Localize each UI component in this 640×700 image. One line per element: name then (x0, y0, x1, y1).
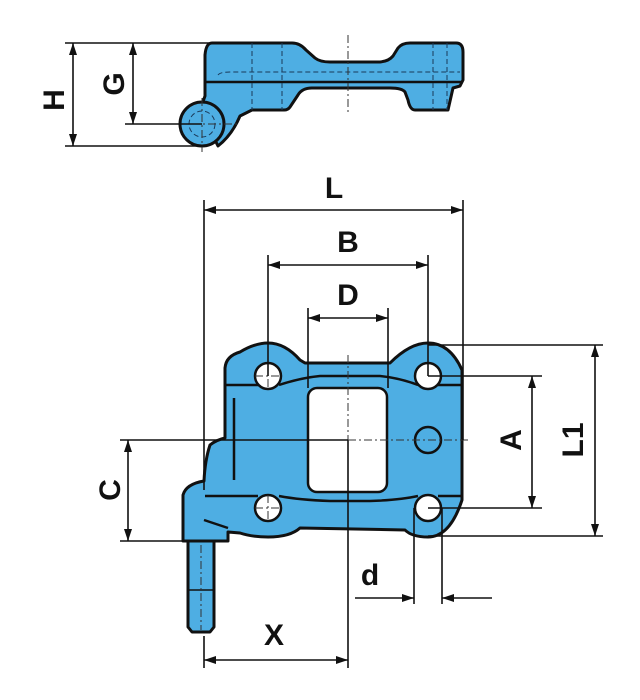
dim-label-G: G (98, 72, 131, 95)
dim-label-A: A (495, 429, 528, 451)
dim-label-L: L (325, 172, 343, 205)
dim-label-D: D (337, 279, 359, 312)
side-view: H G (38, 35, 465, 152)
dim-label-B: B (337, 226, 359, 259)
pin (186, 539, 216, 634)
dim-label-L1: L1 (557, 422, 590, 457)
front-view: L B D A L1 C d X (94, 172, 603, 668)
dim-label-X: X (264, 619, 284, 652)
side-view-body (198, 41, 465, 148)
dim-label-C: C (94, 479, 127, 501)
dim-label-d: d (361, 559, 379, 592)
dim-label-H: H (38, 89, 71, 111)
